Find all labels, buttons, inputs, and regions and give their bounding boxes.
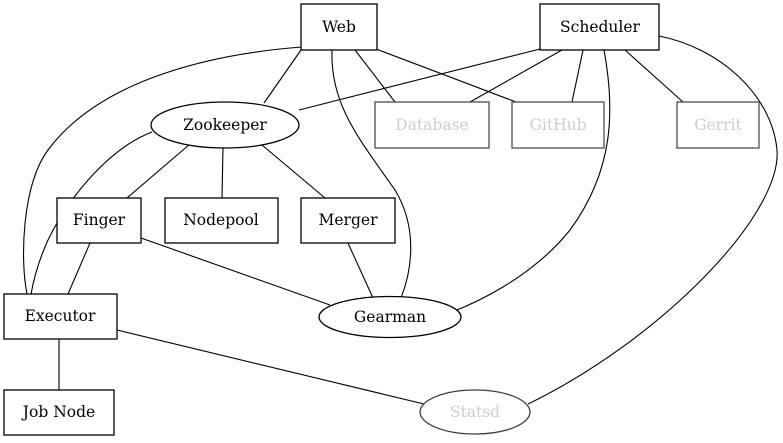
node-nodepool-label: Nodepool [183,211,259,229]
node-gearman-shape[interactable] [318,295,462,339]
node-executor-shape[interactable] [3,293,118,340]
node-web-shape[interactable] [300,3,378,51]
node-database-shape[interactable] [374,101,490,149]
node-finger-shape[interactable] [56,197,142,244]
node-jobnode-label: Job Node [21,403,95,421]
node-finger[interactable]: Finger [56,197,142,244]
node-scheduler[interactable]: Scheduler [539,3,660,51]
node-gearman[interactable]: Gearman [318,295,462,339]
node-github-shape[interactable] [511,101,605,149]
edge-scheduler-database [469,49,563,103]
node-finger-label: Finger [73,211,126,229]
node-statsd-shape[interactable] [419,389,531,435]
edge-scheduler-zookeeper [298,48,541,111]
edge-web-zookeeper [263,49,302,104]
node-scheduler-label: Scheduler [560,18,640,36]
node-statsd[interactable]: Statsd [419,389,531,435]
node-nodepool[interactable]: Nodepool [164,197,279,244]
node-gerrit[interactable]: Gerrit [676,101,760,149]
node-executor-label: Executor [25,307,96,325]
node-github-label: GitHub [530,116,587,134]
node-gearman-label: Gearman [354,308,426,326]
edge-web-executor [22,46,303,295]
node-zookeeper-shape[interactable] [150,101,300,149]
edge-zookeeper-merger [261,144,326,199]
node-executor[interactable]: Executor [3,293,118,340]
node-gerrit-label: Gerrit [694,116,742,134]
node-jobnode[interactable]: Job Node [3,389,115,436]
node-group: Web Scheduler Zookeeper Database GitHub [3,3,760,436]
edge-scheduler-statsd [527,35,778,405]
edge-executor-statsd [116,329,425,405]
node-gerrit-shape[interactable] [676,101,760,149]
edge-zookeeper-nodepool [221,147,224,199]
node-zookeeper-label: Zookeeper [183,116,267,134]
edge-finger-executor [67,242,91,295]
edge-scheduler-gerrit [624,49,684,103]
node-merger[interactable]: Merger [300,197,396,244]
edge-merger-gearman [347,242,374,299]
node-statsd-label: Statsd [450,403,500,421]
edge-web-database [354,49,396,103]
node-scheduler-shape[interactable] [539,3,660,51]
edge-zookeeper-finger [126,143,191,199]
node-nodepool-shape[interactable] [164,197,279,244]
node-database[interactable]: Database [374,101,490,149]
edge-web-github [375,48,517,103]
node-web-label: Web [322,18,356,36]
node-zookeeper[interactable]: Zookeeper [150,101,300,149]
edge-finger-gearman [140,237,331,306]
node-jobnode-shape[interactable] [3,389,115,436]
node-merger-shape[interactable] [300,197,396,244]
node-github[interactable]: GitHub [511,101,605,149]
edge-scheduler-github [571,49,584,103]
node-merger-label: Merger [319,211,379,229]
node-database-label: Database [395,116,468,134]
node-web[interactable]: Web [300,3,378,51]
edge-scheduler-gearman [451,49,611,313]
edge-group [22,35,778,405]
edge-web-gearman [331,49,412,299]
